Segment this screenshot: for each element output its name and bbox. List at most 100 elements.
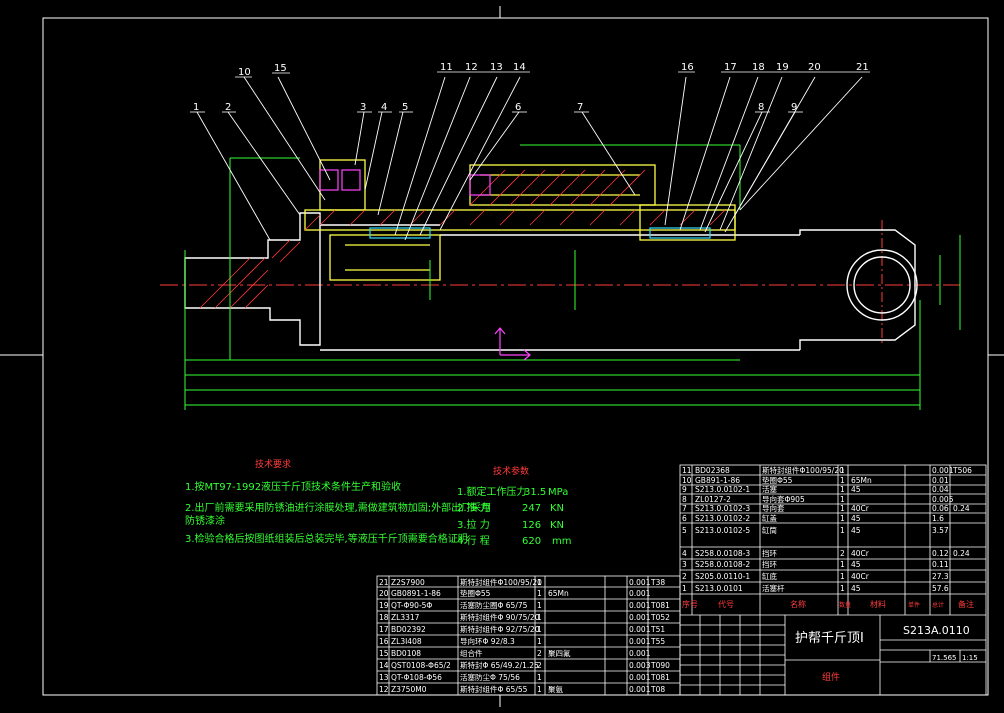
spec-unit: KN [550,503,564,514]
spec-label: 2.推 力 [457,501,490,514]
bom-name: 垫圈Φ55 [762,475,793,485]
bom-code: Z2S7900 [391,578,425,587]
bom-weight-total: T052 [650,613,670,622]
bom-qty: 1 [840,485,845,494]
bom-qty: 2 [537,649,542,658]
technical-requirements: 技术要求 1.按MT97-1992液压千斤顶技术条件生产和验收 2.出厂前需要采… [185,458,491,545]
bom-no: 9 [682,485,687,494]
spec-value: 126 [522,520,541,531]
bom-material: 聚四氟 [548,648,571,658]
drawing-scale: 1:15 [962,654,978,662]
bom-qty: 1 [537,625,542,634]
bom-header-name: 名称 [790,599,806,609]
bom-code: GB891-1-86 [695,476,740,485]
bom-qty: 1 [840,560,845,569]
balloon-label: 8 [758,102,764,113]
bom-name: 斯特封组件Φ 92/75/20 [460,624,540,634]
balloon-label: 10 [238,67,251,78]
bom-name: 斯特封组件Φ 90/75/20 [460,612,540,622]
bom-weight: 0.001 [629,649,651,658]
balloon-label: 21 [856,62,869,73]
bom-code: S213.0.0102-3 [695,504,750,513]
bom-code: S213.0.0102-2 [695,514,750,523]
bom-weight: 0.001 [629,589,651,598]
balloon-label: 5 [402,102,408,113]
bom-qty: 1 [840,476,845,485]
bom-code: ZL3317 [391,613,420,622]
bom-name: 活塞 [762,484,777,494]
balloon-label: 20 [808,62,821,73]
bom-qty: 1 [840,495,845,504]
bom-no: 7 [682,504,687,513]
bom-qty: 1 [537,589,542,598]
bom-header-total-weight: 总计 [932,601,944,609]
bom-weight: 0.001 [629,601,651,610]
bom-material: 45 [851,485,861,494]
bom-name: 活塞杆 [762,583,785,593]
bom-weight: 1.6 [932,514,944,523]
balloon-label: 2 [225,102,231,113]
bom-qty: 1 [840,584,845,593]
bom-weight: 0.001 [629,625,651,634]
bom-weight: 0.001 [629,685,651,694]
bom-no: 16 [379,637,389,646]
drawing-title: 护帮千斤顶I [795,631,864,646]
bom-weight: 0.001 [629,578,651,587]
tech-specs-title: 技术参数 [493,465,529,477]
bom-qty: 2 [537,661,542,670]
bom-qty: 1 [537,578,542,587]
technical-specs: 技术参数 1.额定工作压力 31.5 MPa 2.推 力 247 KN 3.拉 … [457,465,571,547]
bom-no: 11 [682,466,692,475]
bom-weight: 0.001 [629,637,651,646]
balloon-label: 18 [752,62,765,73]
bom-weight: 0.001 [629,613,651,622]
bom-code: GB0891-1-86 [391,589,441,598]
bom-qty: 1 [537,613,542,622]
bom-no: 21 [379,578,389,587]
bom-no: 4 [682,549,687,558]
bom-no: 10 [682,476,692,485]
bom-name: 斯特封Φ 65/49.2/1.25 [460,660,539,670]
bom-header-no: 序号 [682,599,698,609]
bom-qty: 1 [537,673,542,682]
bom-no: 2 [682,572,687,581]
balloon-label: 11 [440,62,453,73]
bom-material: 聚氨 [548,684,563,694]
bom-weight-total: 0.24 [953,549,970,558]
title-block: 护帮千斤顶I S213A.0110 71.565 1:15 组件 [795,624,978,683]
drawing-weight: 71.565 [932,654,957,662]
balloon-labels: 1 2 10 15 3 4 5 11 12 13 14 6 7 16 17 18… [193,62,869,113]
tech-requirement-line: 1.按MT97-1992液压千斤顶技术条件生产和验收 [185,480,401,493]
bom-name: 缸盖 [762,513,777,523]
bom-qty: 1 [840,504,845,513]
bom-no: 8 [682,495,687,504]
bom-right-rows: 11 BD02368 斯特封组件Φ100/95/20 1 0.001 T506 … [682,465,974,609]
bom-no: 1 [682,584,687,593]
balloon-label: 7 [577,102,583,113]
bom-weight-total: 0.24 [953,504,970,513]
bom-weight-total: T506 [952,466,972,475]
balloon-label: 6 [515,102,521,113]
bom-name: 活塞防尘Φ 75/56 [460,672,520,682]
bom-no: 6 [682,514,687,523]
bom-qty: 1 [840,514,845,523]
bom-code: S213.0.0102-1 [695,485,750,494]
bom-header-unit-weight: 单件 [908,601,920,609]
bom-name: 挡环 [762,548,777,558]
bom-qty: 2 [840,549,845,558]
bom-left-rows: 21 Z2S7900 斯特封组件Φ100/95/20 1 0.001 T38 2… [379,577,670,694]
cylinder-assembly [160,76,961,410]
balloon-label: 1 [193,102,199,113]
bom-no: 17 [379,625,389,634]
bom-name: 导向套Φ905 [762,494,805,504]
balloon-label: 15 [274,63,287,74]
spec-value: 31.5 [524,487,546,498]
bom-code: ZL3I408 [391,637,422,646]
bom-weight-total: T08 [650,685,665,694]
bom-code: ZL0127-2 [695,495,731,504]
bom-weight-total: T38 [650,578,665,587]
bom-code: QST0108-Φ65/2 [391,661,451,670]
bom-material: 45 [851,514,861,523]
drawing-number: S213A.0110 [903,624,970,637]
